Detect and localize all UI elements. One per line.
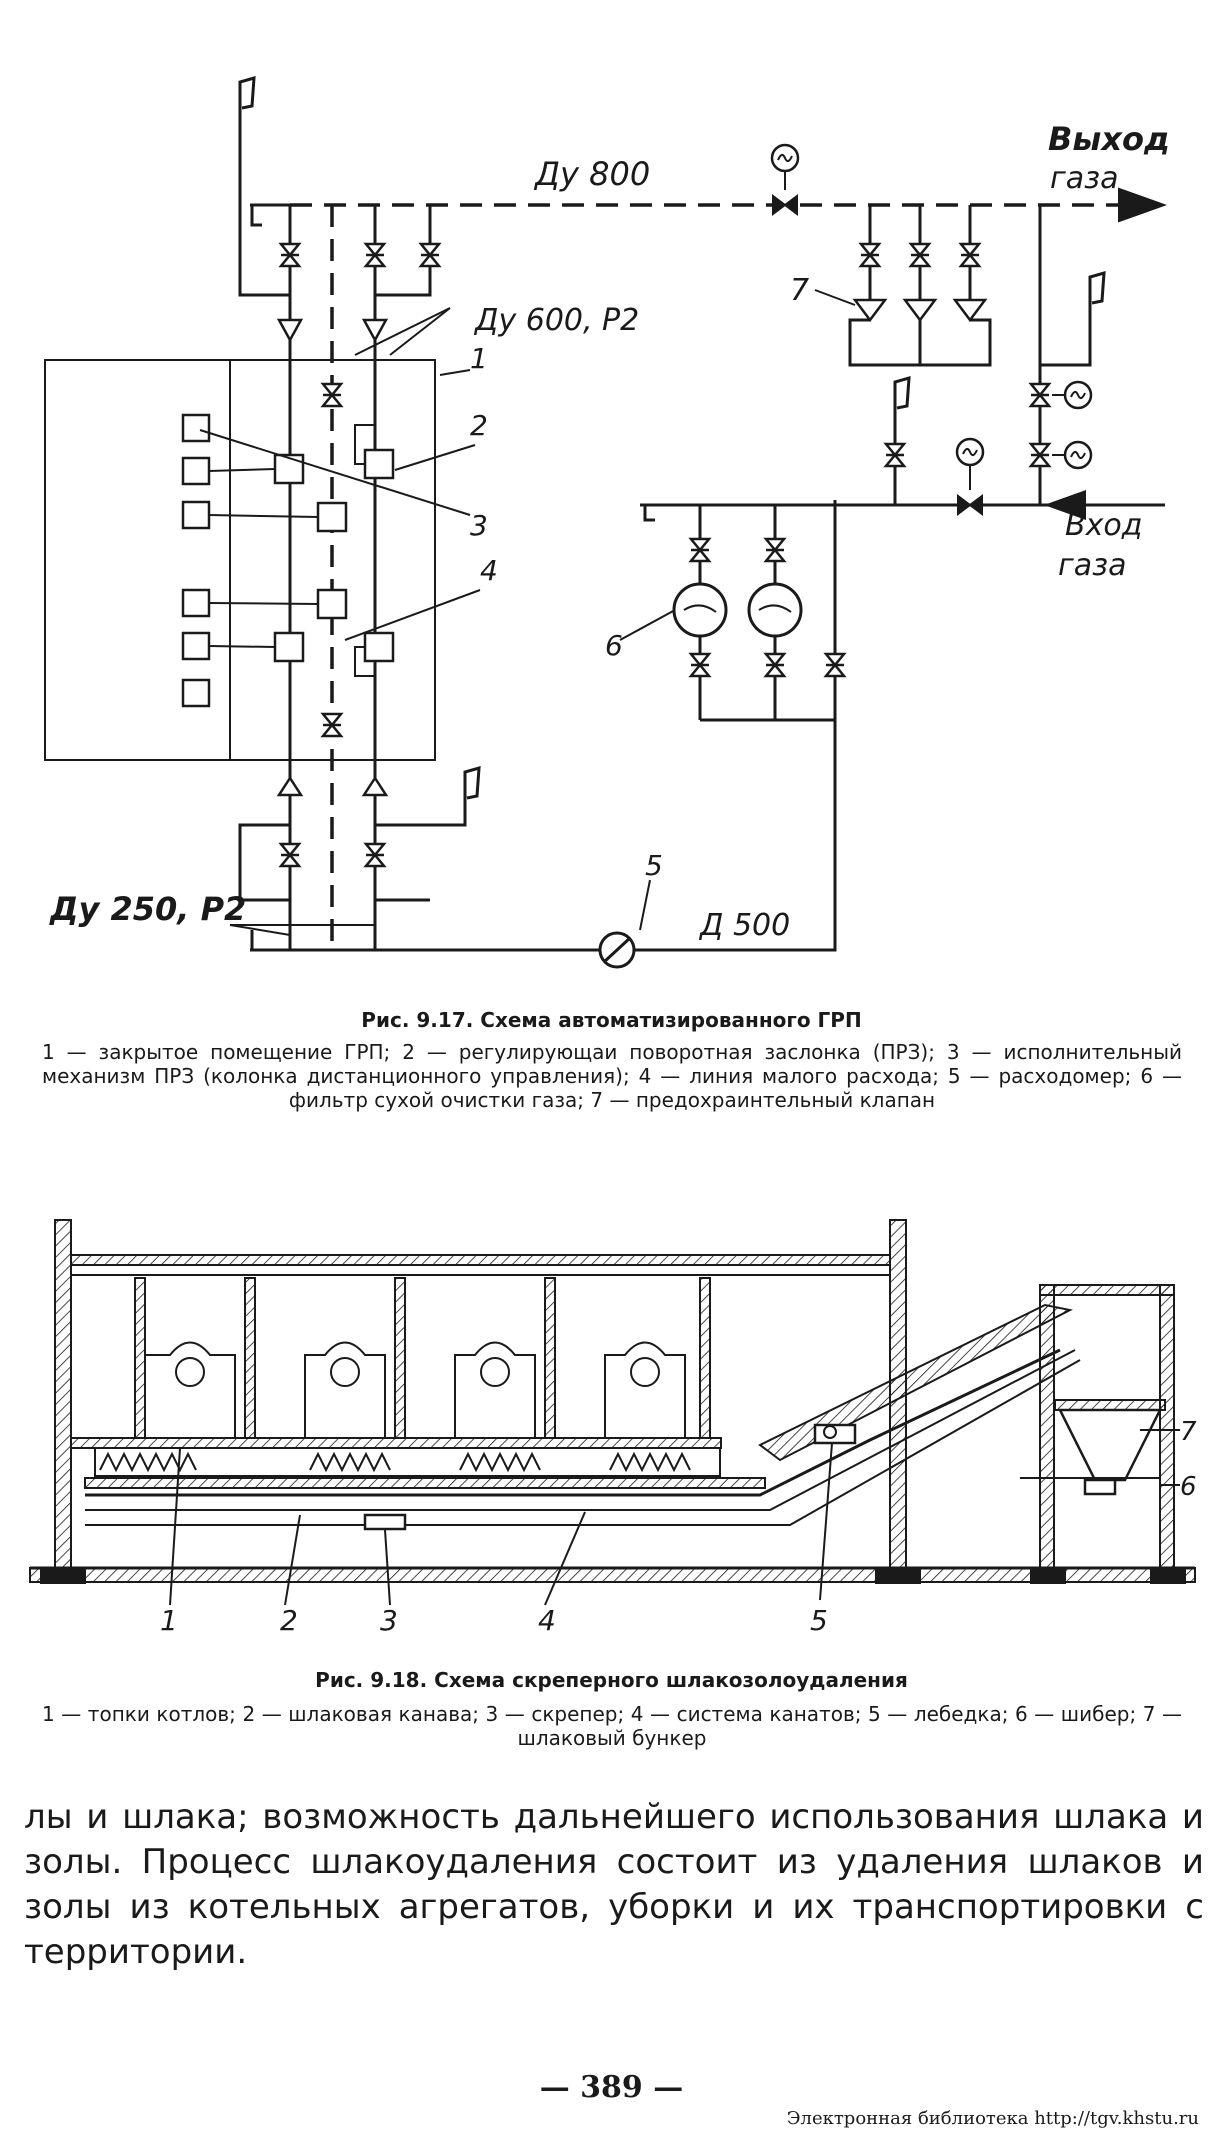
callout-1: 1: [470, 342, 488, 375]
figure-9-18-diagram: 1 2 3 4 5 6 7: [29, 1219, 1197, 1637]
roof: [70, 1254, 891, 1266]
body-paragraph: лы и шлака; возможность дальнейшего испо…: [24, 1795, 1204, 1975]
actuator-column-1: [181, 413, 211, 443]
figure-9-17-caption: Рис. 9.17. Схема автоматизированного ГРП: [361, 1008, 862, 1032]
fig2-callout-2: 2: [280, 1604, 298, 1637]
rope-system: [85, 1348, 1061, 1497]
figure-9-18-legend: 1 — топки котлов; 2 — шлаковая канава; 3…: [42, 1702, 1182, 1750]
callout-3: 3: [470, 509, 488, 542]
callout-2: 2: [470, 409, 488, 442]
bunker-column-right: [1159, 1284, 1175, 1569]
grp-room-outline: [44, 359, 436, 761]
callout-5: 5: [645, 849, 663, 882]
gas-outlet-label-1: Выход: [1048, 120, 1170, 158]
boiler-furnaces: [70, 1277, 722, 1477]
figure-9-17-legend: 1 — закрытое помещение ГРП; 2 — регулиру…: [42, 1040, 1182, 1112]
callout-4: 4: [480, 554, 498, 587]
left-wall: [54, 1219, 72, 1569]
fig2-callout-5: 5: [810, 1604, 828, 1637]
fig2-callout-4: 4: [538, 1604, 556, 1637]
figure-9-18-caption: Рис. 9.18. Схема скреперного шлакозолоуд…: [315, 1668, 908, 1692]
prz-valve-2: [363, 448, 395, 480]
bunker-column-left: [1039, 1284, 1055, 1569]
callout-6: 6: [605, 629, 623, 662]
footer-library-credit: Электронная библиотека http://tgv.khstu.…: [786, 2108, 1199, 2129]
d500-label: Д 500: [698, 908, 790, 943]
fig2-callout-3: 3: [380, 1604, 398, 1637]
slag-channel: [84, 1477, 766, 1489]
filter-2-icon: [747, 582, 803, 638]
callout-7: 7: [790, 273, 809, 308]
fig2-callout-6: 6: [1180, 1472, 1197, 1502]
gas-inlet-label-2: газа: [1058, 548, 1126, 583]
slag-bunker: [1057, 1408, 1163, 1482]
figure-9-17-diagram: Ду 800 Ду 600, P2 Ду 250, P2 Д 500 Выход…: [44, 76, 1170, 969]
body-paragraph-text: лы и шлака; возможность дальнейшего испо…: [24, 1797, 1204, 1972]
du600-label: Ду 600, P2: [473, 303, 639, 338]
du800-label: Ду 800: [533, 155, 650, 193]
gas-outlet-label-2: газа: [1050, 161, 1118, 196]
fig2-callout-1: 1: [160, 1604, 178, 1637]
prz-valve-1: [273, 453, 305, 485]
page-number: — 389 —: [539, 2070, 684, 2105]
gas-inlet-label-1: Вход: [1065, 508, 1142, 543]
fig2-callout-7: 7: [1180, 1417, 1197, 1447]
scraper: [363, 1513, 407, 1531]
du250-label: Ду 250, P2: [49, 890, 246, 928]
filter-1-icon: [672, 582, 728, 638]
incline-ramp: [758, 1303, 1073, 1462]
